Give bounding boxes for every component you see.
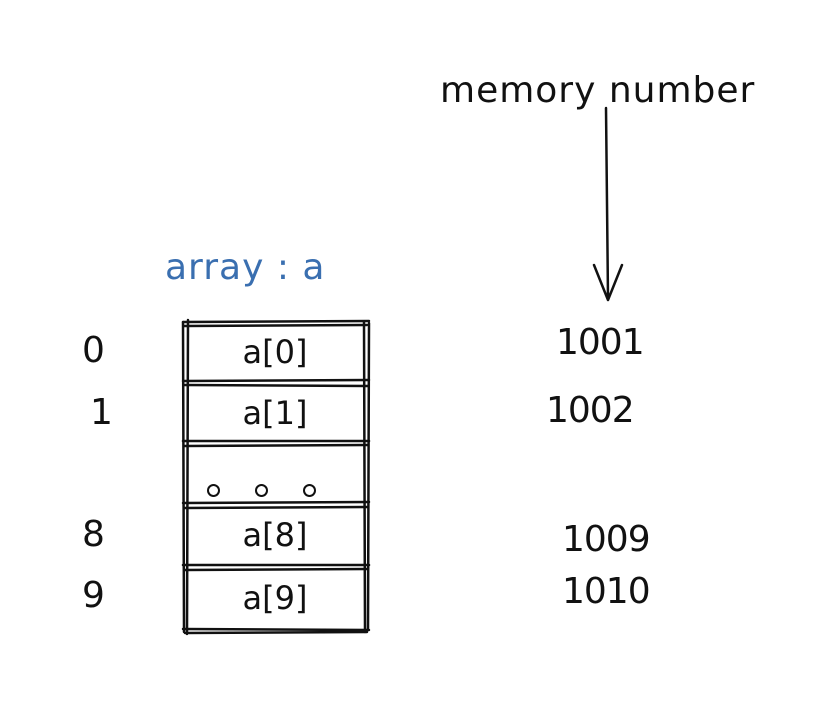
ellipsis-dot [303,484,316,497]
memory-address: 1002 [546,390,635,431]
array-box-outline [181,318,371,636]
array-cell: a[1] [242,394,308,432]
memory-address: 1001 [556,322,645,363]
index-label: 8 [82,514,105,555]
arrow [592,106,624,302]
ellipsis [205,480,335,500]
index-label: 0 [82,330,105,371]
memory-address: 1010 [562,571,651,612]
memory-address: 1009 [562,519,651,560]
ellipsis-dot [207,484,220,497]
index-label: 1 [90,392,113,433]
array-label: array : a [165,247,326,288]
array-cell: a[9] [242,579,308,617]
ellipsis-dot [255,484,268,497]
array-cell: a[0] [242,333,308,371]
array-cell: a[8] [242,516,308,554]
array-box-dividers [181,319,371,635]
index-label: 9 [82,575,105,616]
memory-number-label: memory number [440,70,756,111]
